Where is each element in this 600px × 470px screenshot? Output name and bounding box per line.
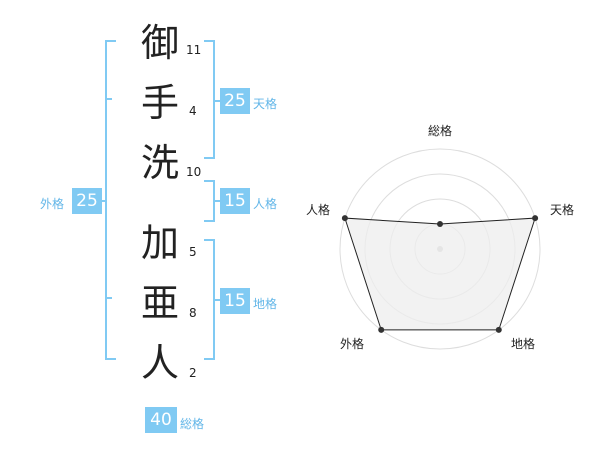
chikaku-bracket xyxy=(204,239,215,360)
radar-chart xyxy=(339,148,541,350)
radar-point-1 xyxy=(437,221,443,227)
tenkaku-value-badge: 25 xyxy=(220,88,250,114)
surname-char-1: 御 xyxy=(140,21,179,65)
radar-label-tenkaku: 天格 xyxy=(550,203,575,217)
given-char-1: 加 xyxy=(140,221,179,265)
given-char-2: 亜 xyxy=(140,281,179,325)
jinkaku-value-badge: 15 xyxy=(220,188,250,214)
chikaku-value-badge: 15 xyxy=(220,288,250,314)
soukaku-label: 総格 xyxy=(180,417,205,431)
radar-label-gaikaku: 外格 xyxy=(340,337,365,351)
surname-char-2: 手 xyxy=(140,81,179,125)
chikaku-label: 地格 xyxy=(253,297,278,311)
radar-point-2 xyxy=(532,215,539,222)
radar-label-jinkaku: 人格 xyxy=(306,203,331,217)
given-strokes-3: 2 xyxy=(189,366,197,380)
surname-strokes-3: 10 xyxy=(186,165,202,179)
tenkaku-bracket xyxy=(204,40,215,159)
surname-strokes-1: 11 xyxy=(186,43,202,57)
radar-grid-ring xyxy=(339,148,541,350)
tenkaku-label: 天格 xyxy=(253,97,278,111)
radar-label-chikaku: 地格 xyxy=(511,337,536,351)
radar-series-polygon xyxy=(344,217,536,331)
radar-point-4 xyxy=(378,326,385,333)
surname-strokes-2: 4 xyxy=(189,104,197,118)
jinkaku-label: 人格 xyxy=(253,197,278,211)
jinkaku-bracket xyxy=(204,180,215,222)
given-strokes-2: 8 xyxy=(189,306,197,320)
gaikaku-label: 外格 xyxy=(40,197,65,211)
gaikaku-value-badge: 25 xyxy=(72,188,102,214)
radar-point-5 xyxy=(341,215,348,222)
soukaku-value-badge: 40 xyxy=(145,407,177,433)
surname-char-3: 洗 xyxy=(140,141,179,185)
gaikaku-bracket xyxy=(105,40,116,360)
given-char-3: 人 xyxy=(140,341,179,385)
radar-label-soukaku: 総格 xyxy=(428,124,453,138)
given-strokes-1: 5 xyxy=(189,245,197,259)
radar-point-3 xyxy=(495,326,502,333)
